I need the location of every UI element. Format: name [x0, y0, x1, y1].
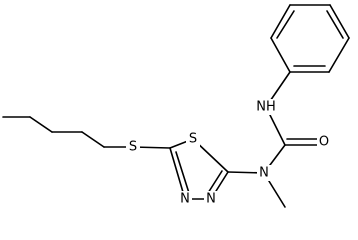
bond	[270, 37, 291, 73]
bond	[270, 4, 291, 39]
nitrogen-atom-methyl: N	[257, 165, 271, 181]
bond	[329, 4, 350, 39]
atom-label: O	[319, 135, 329, 150]
oxygen-atom-carbonyl: O	[317, 134, 332, 150]
bond	[169, 147, 186, 200]
sulfur-atom-thioether: S	[126, 139, 140, 155]
nitrogen-atom-ring-a: N	[178, 191, 192, 207]
nitrogen-atom-ring-b: N	[204, 191, 218, 207]
bond	[207, 170, 223, 194]
atom-label: S	[129, 140, 137, 155]
bond	[328, 37, 350, 73]
nitrogen-atom-amide: NH	[255, 99, 277, 115]
bond	[81, 131, 105, 148]
atom-label: S	[189, 132, 197, 147]
atom-label: N	[180, 192, 190, 207]
bond-layer	[2, 4, 350, 208]
sulfur-atom-ring: S	[186, 131, 200, 147]
bond	[326, 10, 344, 39]
bond	[276, 10, 295, 39]
atom-label: NH	[256, 100, 276, 115]
atom-label: N	[259, 166, 269, 181]
bond	[29, 116, 53, 133]
atom-label: N	[206, 192, 216, 207]
atom-layer: S S N N N NH O	[126, 99, 332, 207]
molecule-structure: S S N N N NH O	[2, 4, 350, 208]
bond	[175, 151, 190, 194]
